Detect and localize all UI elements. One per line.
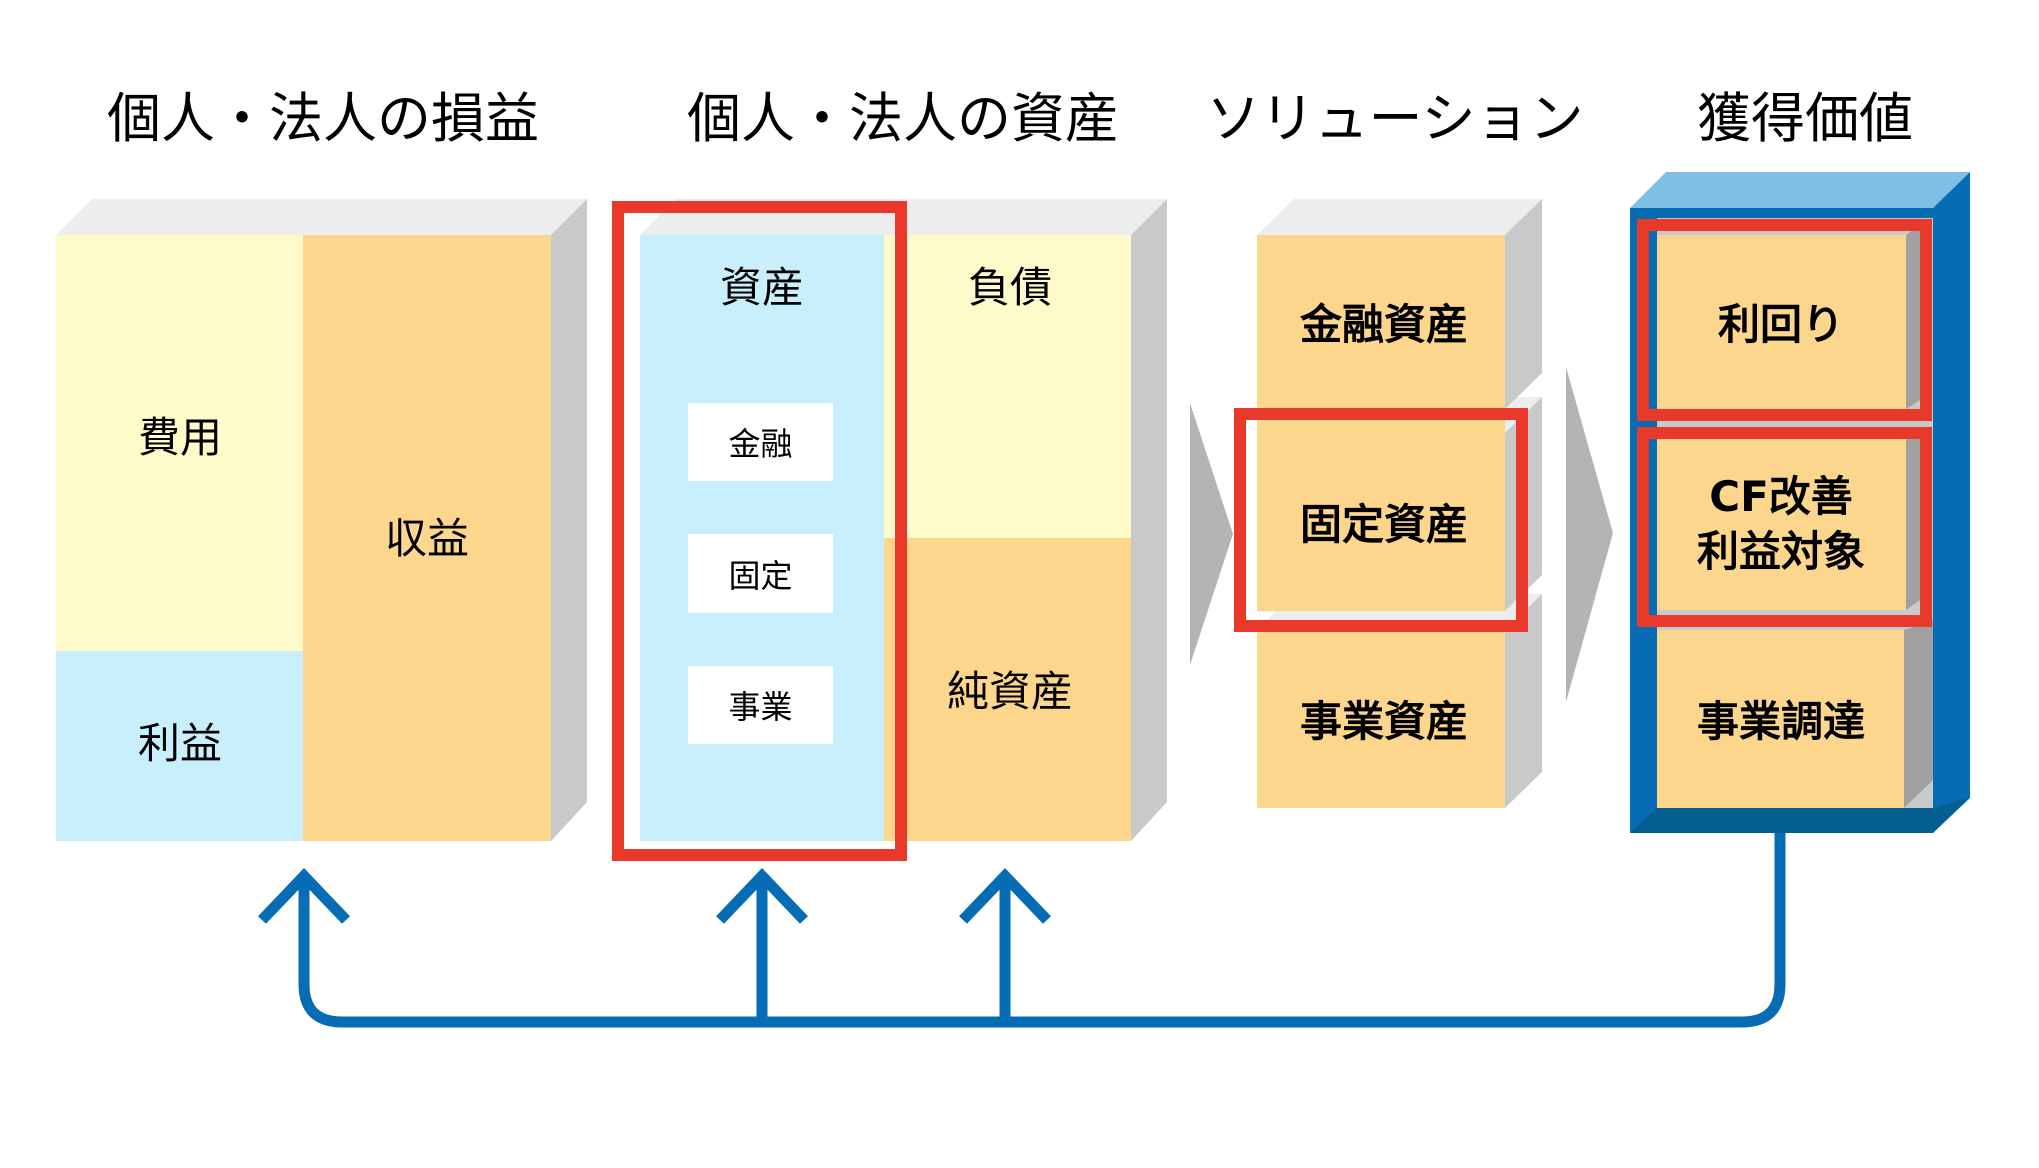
label-assets: 資産 xyxy=(719,262,805,312)
feedback-line xyxy=(298,833,1786,1028)
arrowhead-assets xyxy=(716,868,808,924)
solution-business-assets: 事業資産 xyxy=(1299,696,1469,746)
asset-item-business: 事業 xyxy=(688,666,833,744)
cabinet-top-face xyxy=(1630,172,1970,208)
arrowhead-pl xyxy=(258,868,350,924)
title-profit-loss: 個人・法人の損益 xyxy=(107,87,539,150)
solution-fixed-assets: 固定資産 xyxy=(1299,499,1469,549)
arrowhead-liabilities xyxy=(959,868,1051,924)
bs-side-face xyxy=(1131,199,1167,841)
title-assets: 個人・法人の資産 xyxy=(687,87,1119,150)
pl-top-face xyxy=(56,199,587,235)
solution-box-business xyxy=(1257,630,1505,808)
value-business-funding: 事業調達 xyxy=(1696,696,1866,746)
value-cabinet xyxy=(1630,172,1970,833)
balance-sheet-block xyxy=(612,199,1167,861)
solution-box-financial xyxy=(1257,235,1505,433)
label-liabilities: 負債 xyxy=(967,262,1053,312)
label-net-assets: 純資産 xyxy=(946,666,1074,716)
fixed-assets-highlight-frame xyxy=(1234,408,1528,632)
pl-revenue-cell xyxy=(303,235,551,841)
profit-loss-block xyxy=(56,199,587,841)
bs-net-assets-cell xyxy=(884,538,1131,841)
value-yield: 利回り xyxy=(1717,299,1845,349)
asset-item-fixed: 固定 xyxy=(688,534,833,613)
cf-highlight-frame xyxy=(1637,427,1932,627)
solution-box-fixed xyxy=(1257,433,1505,611)
solutions-block xyxy=(1234,199,1542,808)
label-profit: 利益 xyxy=(137,718,223,768)
label-expense: 費用 xyxy=(137,412,223,462)
feedback-loop xyxy=(258,833,1786,1028)
assets-highlight-frame xyxy=(612,201,907,861)
value-cf-improvement: CF改善 xyxy=(1709,471,1853,521)
cabinet-side-face xyxy=(1933,172,1970,833)
solution-financial-assets: 金融資産 xyxy=(1299,299,1469,349)
process-arrow-2 xyxy=(1566,367,1613,702)
yield-highlight-frame xyxy=(1637,219,1932,421)
pl-profit-cell xyxy=(56,651,303,841)
process-arrow-1 xyxy=(1190,403,1233,665)
title-value: 獲得価値 xyxy=(1697,87,1913,150)
pl-side-face xyxy=(551,199,587,841)
value-profit-target: 利益対象 xyxy=(1696,526,1866,576)
pl-expense-cell xyxy=(56,235,303,651)
title-solutions: ソリューション xyxy=(1206,87,1584,150)
bs-liabilities-cell xyxy=(884,235,1131,538)
label-revenue: 収益 xyxy=(384,513,470,563)
asset-item-financial: 金融 xyxy=(688,403,833,481)
